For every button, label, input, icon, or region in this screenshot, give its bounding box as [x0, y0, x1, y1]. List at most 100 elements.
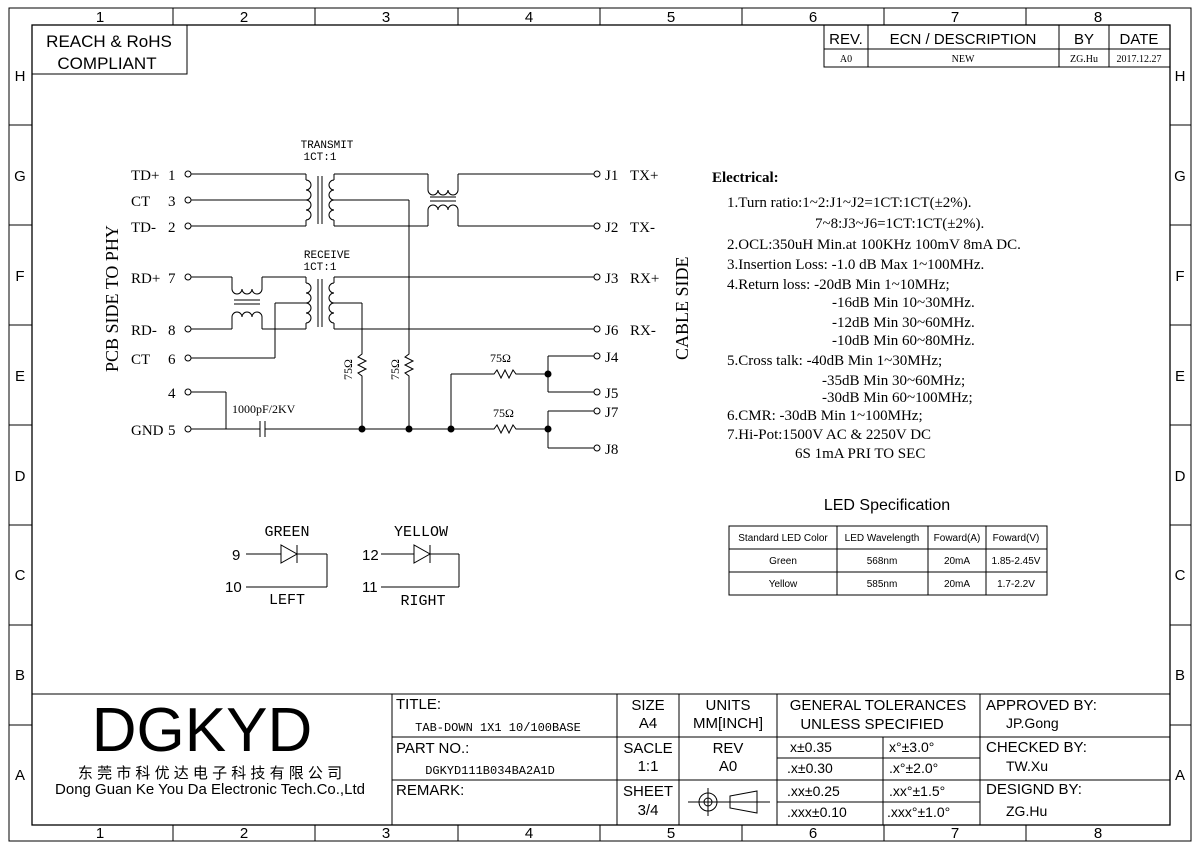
row-label: F	[15, 268, 24, 285]
row-label: G	[1174, 168, 1186, 185]
led-spec-cell: Green	[769, 556, 797, 567]
title-block: DGKYD 东 莞 市 科 优 达 电 子 科 技 有 限 公 司 Dong G…	[32, 693, 1170, 825]
date-value: 2017.12.27	[1117, 54, 1162, 65]
led-spec-header: LED Wavelength	[845, 533, 920, 544]
led-yellow: YELLOW 12 11 RIGHT	[362, 524, 460, 610]
title-value: TAB-DOWN 1X1 10/100BASE	[415, 721, 581, 735]
sheet-value: 3/4	[638, 802, 659, 819]
scale-label: SACLE	[623, 740, 672, 757]
pin-number: 1	[168, 168, 176, 184]
size-label: SIZE	[631, 697, 664, 714]
rev-value: A0	[840, 54, 852, 65]
col-label: 2	[240, 825, 248, 842]
part-value: DGKYD111B034BA2A1D	[425, 764, 555, 778]
led-spec-cell: 568nm	[867, 556, 898, 567]
rev-value: A0	[719, 758, 737, 775]
jack-signal: RX+	[630, 271, 659, 287]
tolerance-linear: .xxx±0.10	[787, 804, 847, 820]
led-spec-title: LED Specification	[824, 497, 950, 514]
led-spec-table: LED Specification Standard LED Color LED…	[728, 497, 1048, 596]
resistor-label: 75Ω	[493, 406, 514, 420]
pin-number: 5	[168, 423, 176, 439]
units-value: MM[INCH]	[693, 715, 763, 732]
led-green-side: LEFT	[269, 592, 305, 609]
row-label: D	[1175, 468, 1186, 485]
revision-table: REV. ECN / DESCRIPTION BY DATE A0 NEW ZG…	[823, 24, 1171, 68]
pin-name: TD+	[131, 168, 159, 184]
resistor-label: 75Ω	[341, 359, 355, 380]
led-pin: 11	[362, 579, 378, 596]
electrical-line: 6.CMR: -30dB Min 1~100MHz;	[727, 408, 923, 424]
electrical-line: 7~8:J3~J6=1CT:1CT(±2%).	[815, 216, 984, 232]
pin-number: 6	[168, 352, 176, 368]
compliance-box: REACH & RoHS COMPLIANT	[31, 24, 188, 75]
led-spec-cell: 1.7-2.2V	[997, 579, 1035, 590]
junction-dots	[358, 370, 552, 433]
row-label: C	[1175, 567, 1186, 584]
ecn-value: NEW	[952, 54, 975, 65]
pin-number: 2	[168, 220, 176, 236]
led-spec-cell: 20mA	[944, 556, 970, 567]
row-label: E	[1175, 368, 1185, 385]
tolerance-angular: .x°±2.0°	[889, 760, 938, 776]
date-header: DATE	[1120, 31, 1159, 48]
tolerance-angular: .xxx°±1.0°	[887, 804, 950, 820]
row-label: A	[15, 767, 25, 784]
led-green: GREEN 9 10 LEFT	[225, 524, 328, 609]
led-yellow-side: RIGHT	[400, 593, 445, 610]
electrical-title: Electrical:	[712, 170, 779, 186]
tolerance-angular: x°±3.0°	[889, 739, 934, 755]
projection-symbol-icon	[688, 788, 770, 816]
led-spec-cell: 585nm	[867, 579, 898, 590]
led-yellow-label: YELLOW	[394, 524, 448, 541]
jack-signal: TX-	[630, 220, 655, 236]
row-label: E	[15, 368, 25, 385]
pin-name: CT	[131, 194, 150, 210]
col-label: 3	[382, 9, 390, 26]
col-label: 6	[809, 9, 817, 26]
electrical-spec: Electrical: 1.Turn ratio:1~2:J1~J2=1CT:1…	[712, 170, 1021, 462]
col-label: 6	[809, 825, 817, 842]
units-label: UNITS	[706, 697, 751, 714]
designed-label: DESIGND BY:	[986, 781, 1082, 798]
receive-label: RECEIVE	[304, 250, 351, 262]
part-label: PART NO.:	[396, 740, 469, 757]
row-label: H	[15, 68, 26, 85]
col-label: 8	[1094, 9, 1102, 26]
electrical-line: -35dB Min 30~60MHz;	[822, 373, 965, 389]
jack-pin: J3	[605, 271, 618, 287]
row-label: D	[15, 468, 26, 485]
company-logo: DGKYD	[92, 696, 312, 765]
electrical-line: -30dB Min 60~100MHz;	[822, 390, 973, 406]
sheet-label: SHEET	[623, 783, 673, 800]
title-label: TITLE:	[396, 696, 441, 713]
approved-label: APPROVED BY:	[986, 697, 1097, 714]
led-green-label: GREEN	[264, 524, 309, 541]
frame-labels: 1 2 3 4 5 6 7 8 1 2 3 4 5 6 7 8 H G F E …	[14, 9, 1186, 842]
col-label: 4	[525, 825, 533, 842]
capacitor-label: 1000pF/2KV	[232, 402, 296, 416]
jack-pin: J2	[605, 220, 618, 236]
electrical-line: 4.Return loss: -20dB Min 1~10MHz;	[727, 277, 950, 293]
electrical-line: 6S 1mA PRI TO SEC	[795, 446, 925, 462]
company-name-cn: 东 莞 市 科 优 达 电 子 科 技 有 限 公 司	[78, 765, 342, 782]
led-spec-header: Foward(V)	[993, 533, 1040, 544]
electrical-line: 3.Insertion Loss: -1.0 dB Max 1~100MHz.	[727, 257, 984, 273]
jack-pin: J4	[605, 350, 619, 366]
jack-signal: RX-	[630, 323, 656, 339]
pin-number: 4	[168, 386, 176, 402]
tolerance-angular: .xx°±1.5°	[889, 783, 945, 799]
col-label: 5	[667, 825, 675, 842]
col-label: 7	[951, 9, 959, 26]
row-label: A	[1175, 767, 1185, 784]
checked-value: TW.Xu	[1006, 758, 1048, 774]
jack-pin: J7	[605, 405, 619, 421]
electrical-line: 5.Cross talk: -40dB Min 1~30MHz;	[727, 353, 942, 369]
col-label: 1	[96, 9, 104, 26]
row-label: B	[15, 667, 25, 684]
pin-name: GND	[131, 423, 164, 439]
electrical-line: 2.OCL:350uH Min.at 100KHz 100mV 8mA DC.	[727, 237, 1021, 253]
jack-pin: J8	[605, 442, 618, 458]
electrical-line: 1.Turn ratio:1~2:J1~J2=1CT:1CT(±2%).	[727, 195, 972, 211]
